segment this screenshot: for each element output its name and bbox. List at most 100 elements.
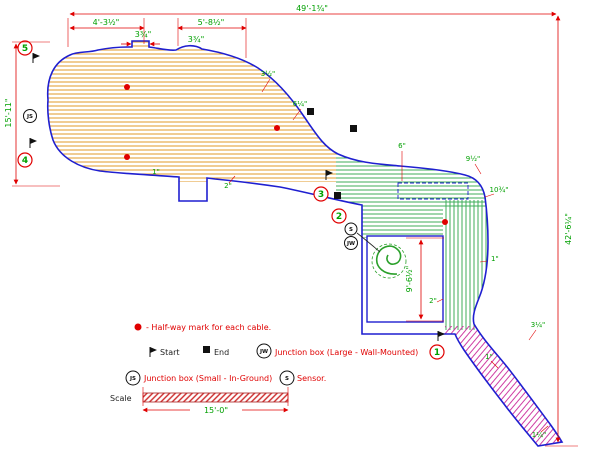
annotation-text: 1" xyxy=(152,168,160,176)
orange-cable-area xyxy=(47,41,336,182)
leader-line xyxy=(228,175,236,184)
annotation-text: 6¼" xyxy=(293,100,307,108)
junction-small-label: JS xyxy=(26,114,33,120)
legend-sensor-icon: S xyxy=(279,370,295,386)
leader-line xyxy=(261,78,271,93)
callout-2: 2 xyxy=(331,208,347,224)
sensor-label: S xyxy=(349,227,353,233)
legend-start-text: Start xyxy=(160,348,180,357)
end-square-icon xyxy=(334,192,341,199)
dimension-lines xyxy=(13,11,561,443)
legend: - Half-way mark for each cable. Start En… xyxy=(110,323,418,415)
junction-large-label: JW xyxy=(346,241,355,247)
legend-sensor-text: Sensor. xyxy=(297,374,326,383)
halfway-dot xyxy=(274,125,280,131)
dim-inner-height-text: 9'-6½" xyxy=(405,266,414,293)
leader-line xyxy=(490,360,499,369)
annotation-text: 6" xyxy=(398,142,406,150)
extension-lines xyxy=(12,18,578,447)
end-square-icon xyxy=(307,108,314,115)
annotation-text: 1¼" xyxy=(532,431,546,439)
annotation-text: 3¼" xyxy=(531,321,545,329)
halfway-marks xyxy=(124,84,448,225)
cable-areas xyxy=(47,41,562,446)
sensor-circle xyxy=(279,370,295,386)
leader-line xyxy=(436,298,444,303)
halfway-dot xyxy=(124,84,130,90)
legend-end-square-icon xyxy=(203,346,210,353)
dashed-zone-rect xyxy=(397,182,469,200)
leader-line xyxy=(292,108,302,121)
green-cable-area-band xyxy=(336,128,488,208)
annotation-text: 1" xyxy=(485,353,493,361)
end-square-icon xyxy=(350,125,357,132)
halfway-dot xyxy=(124,154,130,160)
legend-junction-large-icon: JW xyxy=(256,343,272,359)
legend-halfway-text: - Half-way mark for each cable. xyxy=(146,323,271,332)
sensor-coil-spiral xyxy=(375,245,402,275)
callout-number: 3 xyxy=(318,190,324,200)
start-flag-icon xyxy=(32,52,41,64)
callout-number: 5 xyxy=(22,44,28,54)
annotation-text: 3½" xyxy=(261,70,275,78)
junction-large-letters: JW xyxy=(259,349,268,355)
junction-large-circle xyxy=(256,343,272,359)
sensor-coil xyxy=(356,232,407,279)
legend-scale-label: Scale xyxy=(110,394,132,403)
junction-large-circle xyxy=(344,236,358,250)
sensor-leader-line xyxy=(356,232,381,253)
annotation-leaders xyxy=(228,78,549,433)
callout-circle xyxy=(429,344,445,360)
junction-small-letters: JS xyxy=(129,376,136,382)
annotation-texts: 3½" 6¼" 6" 9½" 10¾" 2" 1" 1" 2" 3¼" 1" 1… xyxy=(152,70,546,439)
callout-5: 5 xyxy=(17,40,33,56)
legend-junction-small-text: Junction box (Small - In-Ground) xyxy=(143,374,272,383)
legend-junction-small-icon: JS xyxy=(125,370,141,386)
plan-symbol-junction-small: JS xyxy=(23,109,37,123)
start-flag-icon xyxy=(29,137,38,149)
dim-top-left-text: 4'-3½" xyxy=(93,18,120,27)
leader-line xyxy=(540,425,549,433)
callout-1: 1 xyxy=(429,344,445,360)
sensor-coil-dashed-circle xyxy=(371,243,407,279)
legend-end-text: End xyxy=(214,348,229,357)
junction-small-circle xyxy=(125,370,141,386)
scale-value-text: 15'-0" xyxy=(204,406,228,415)
leader-line xyxy=(474,163,482,175)
annotation-text: 9½" xyxy=(466,155,480,163)
legend-start-flag-icon xyxy=(149,346,158,358)
sensor-letter: S xyxy=(285,376,289,382)
dim-top-mid-text: 5'-8½" xyxy=(198,18,225,27)
dim-tab-left-text: 3¾" xyxy=(135,30,152,39)
callout-3: 3 xyxy=(313,186,329,202)
scale-bar xyxy=(142,392,289,403)
leader-line xyxy=(479,260,488,263)
halfway-dot xyxy=(442,219,448,225)
callout-4: 4 xyxy=(17,152,33,168)
junction-small-circle xyxy=(23,109,37,123)
green-cable-area-vertical xyxy=(443,200,488,330)
plan-symbol-junction-large: JW xyxy=(344,236,358,250)
dim-right-height-text: 42'-6¼" xyxy=(564,213,573,245)
legend-junction-large-text: Junction box (Large - Wall-Mounted) xyxy=(274,348,418,357)
annotation-text: 2" xyxy=(224,182,232,190)
annotation-text: 2" xyxy=(429,297,437,305)
plan-symbol-sensor: S xyxy=(344,222,358,236)
annotation-text: 1" xyxy=(491,255,499,263)
green-cable-area-mid xyxy=(362,205,443,238)
callout-number: 2 xyxy=(336,212,342,222)
leader-line xyxy=(528,329,537,341)
annotation-text: 10¾" xyxy=(490,186,509,194)
callout-number: 4 xyxy=(22,156,28,166)
callout-circle xyxy=(313,186,329,202)
dim-left-height-text: 15'-11" xyxy=(4,98,13,127)
start-flag-icon xyxy=(437,330,446,342)
sensor-circle xyxy=(344,222,358,236)
callout-circle xyxy=(331,208,347,224)
leader-line xyxy=(484,193,495,198)
dim-tab-right-text: 3¾" xyxy=(188,35,205,44)
end-markers xyxy=(307,108,357,199)
dimension-texts: 49'-1¾" 4'-3½" 5'-8½" 3¾" 3¾" 15'-11" 42… xyxy=(4,4,573,292)
